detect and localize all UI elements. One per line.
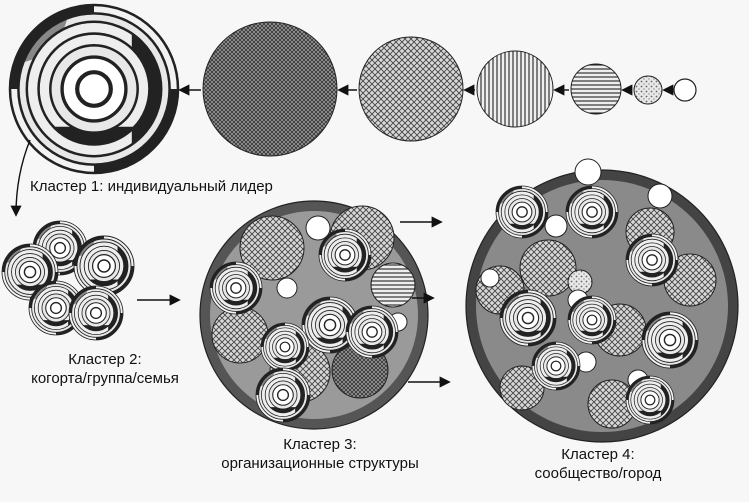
cluster-1-label: Кластер 1: индивидуальный лидер bbox=[30, 178, 273, 195]
cluster-1-leader-symbol bbox=[10, 5, 178, 173]
cluster-4-community bbox=[465, 158, 739, 443]
cluster-3-organization bbox=[199, 200, 429, 430]
cluster-4-description: сообщество/город bbox=[534, 465, 662, 482]
arrows-cluster3-to-cluster4 bbox=[400, 216, 451, 388]
circle-horizontal bbox=[570, 63, 622, 115]
cluster-2-label: Кластер 2: bbox=[68, 351, 142, 368]
circle-vertical bbox=[476, 50, 554, 128]
arrow-cluster1-to-cluster2 bbox=[10, 139, 31, 217]
cluster-1-caption: Кластер 1: индивидуальный лидер bbox=[30, 177, 273, 196]
cluster-4-label: Кластер 4: bbox=[561, 446, 635, 463]
cluster-3-label: Кластер 3: bbox=[283, 436, 357, 453]
circle-dots bbox=[633, 75, 663, 105]
circle-plain bbox=[673, 78, 697, 102]
circle-crosshatch bbox=[358, 36, 464, 142]
cluster-2-caption: Кластер 2: когорта/группа/семья bbox=[0, 350, 210, 388]
cluster-4-caption: Кластер 4: сообщество/город bbox=[478, 445, 718, 483]
cluster-2-group bbox=[1, 220, 135, 341]
cluster-2-description: когорта/группа/семья bbox=[31, 370, 179, 387]
circle-dense bbox=[202, 21, 338, 157]
cluster-3-caption: Кластер 3: организационные структуры bbox=[185, 435, 455, 473]
cluster-3-description: организационные структуры bbox=[221, 455, 419, 472]
